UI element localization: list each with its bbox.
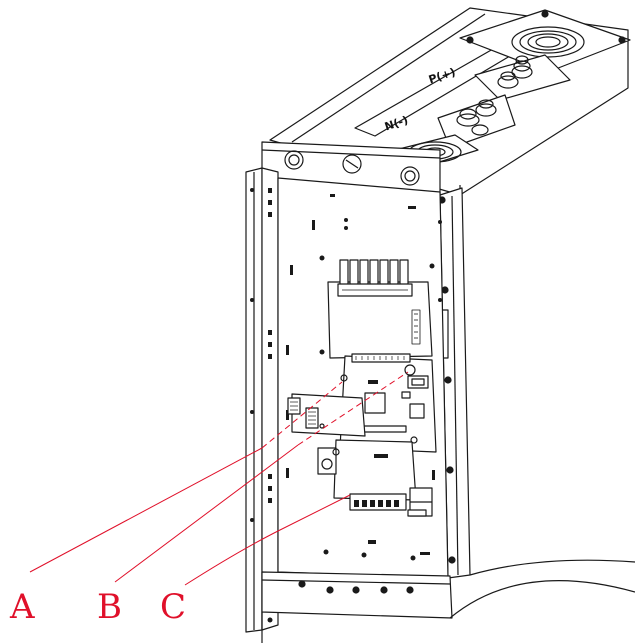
callout-leader-b <box>114 444 299 583</box>
callout-leader-a <box>29 447 263 573</box>
callout-leader-b-hidden <box>297 371 409 446</box>
callout-leaders <box>29 371 409 586</box>
negative-terminal-block <box>437 94 516 149</box>
bottom-plate <box>261 559 635 643</box>
callout-label-a: A <box>9 587 35 627</box>
io-board <box>317 439 433 517</box>
relay-board <box>327 259 433 359</box>
callout-leader-a-hidden <box>261 381 343 449</box>
positive-terminal-block <box>474 54 571 101</box>
callout-label-c: C <box>160 587 186 627</box>
expansion-card <box>287 393 366 437</box>
callout-leader-c <box>184 494 351 586</box>
left-side-rail <box>245 167 279 633</box>
callout-label-b: B <box>97 587 122 627</box>
